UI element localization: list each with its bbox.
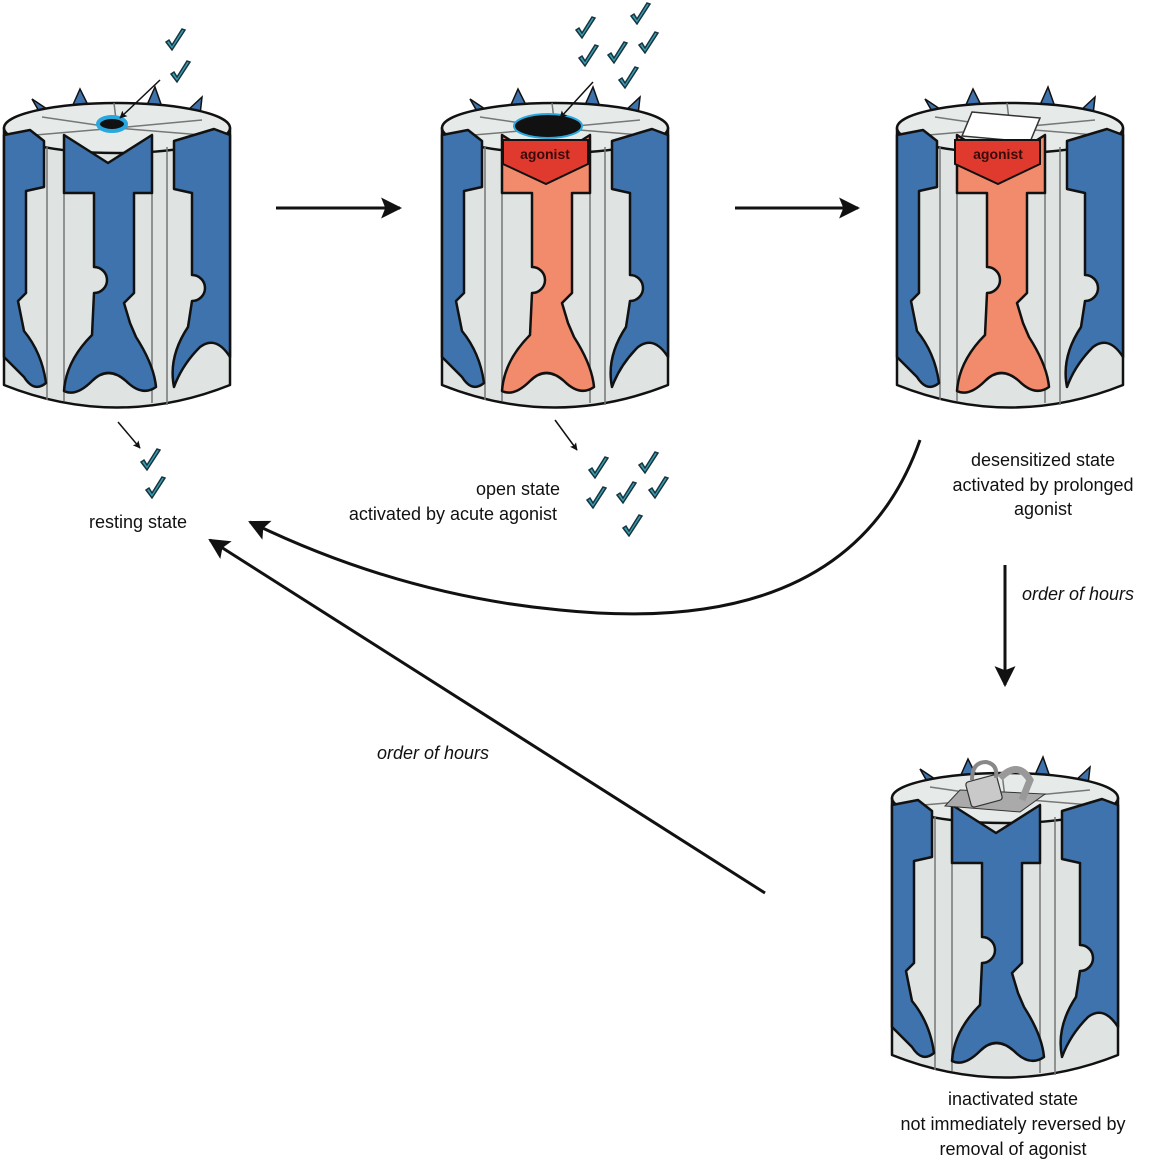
check-mark-icon [586,486,607,509]
unbinding-arrow [554,419,578,451]
arrow-inactivated-to-resting [208,538,766,895]
open-pore [513,113,583,139]
agonist-tag-label: agonist [520,146,570,162]
agonist-tag [502,139,589,186]
binding-arrow [559,81,594,119]
agonist-tag [954,139,1041,186]
desensitized-state-label: desensitized state [971,450,1115,470]
desensitized-state-description: activated by prolonged [952,475,1133,495]
binding-arrow [119,79,161,119]
resting-state-receptor [2,85,232,409]
check-mark-icon [140,448,161,471]
desensitized-state-receptor: agonist [895,85,1125,409]
check-mark-icon [638,31,659,54]
inactivated-state-receptor [890,755,1120,1079]
padlock-icon [943,759,1047,813]
transition-time-label: order of hours [1022,584,1134,604]
transition-time-label: order of hours [377,743,489,763]
check-mark-icon [638,451,659,474]
inactivated-state-description: removal of agonist [939,1139,1086,1159]
open-state-label: open state [476,479,560,499]
resting-state-label: resting state [89,512,187,532]
agonist-tag-label: agonist [973,146,1023,162]
check-mark-icon [618,66,639,89]
check-mark-icon [170,60,191,83]
closed-pore [96,115,128,133]
check-mark-icon [607,41,628,64]
open-state-receptor: agonist [440,85,670,409]
check-mark-icon [630,2,651,25]
arrow-desensitized-to-resting [248,439,922,616]
open-state-description: activated by acute agonist [349,504,557,524]
check-mark-icon [616,481,637,504]
check-mark-icon [575,16,596,39]
check-mark-icon [622,514,643,537]
check-mark-icon [578,44,599,67]
unbinding-arrow [117,421,141,449]
desensitized-gate [960,111,1042,143]
check-mark-icon [145,476,166,499]
desensitized-state-description: agonist [1014,499,1072,519]
inactivated-state-label: inactivated state [948,1089,1078,1109]
check-mark-icon [588,456,609,479]
check-mark-icon [648,476,669,499]
inactivated-state-description: not immediately reversed by [900,1114,1125,1134]
check-mark-icon [165,28,186,51]
